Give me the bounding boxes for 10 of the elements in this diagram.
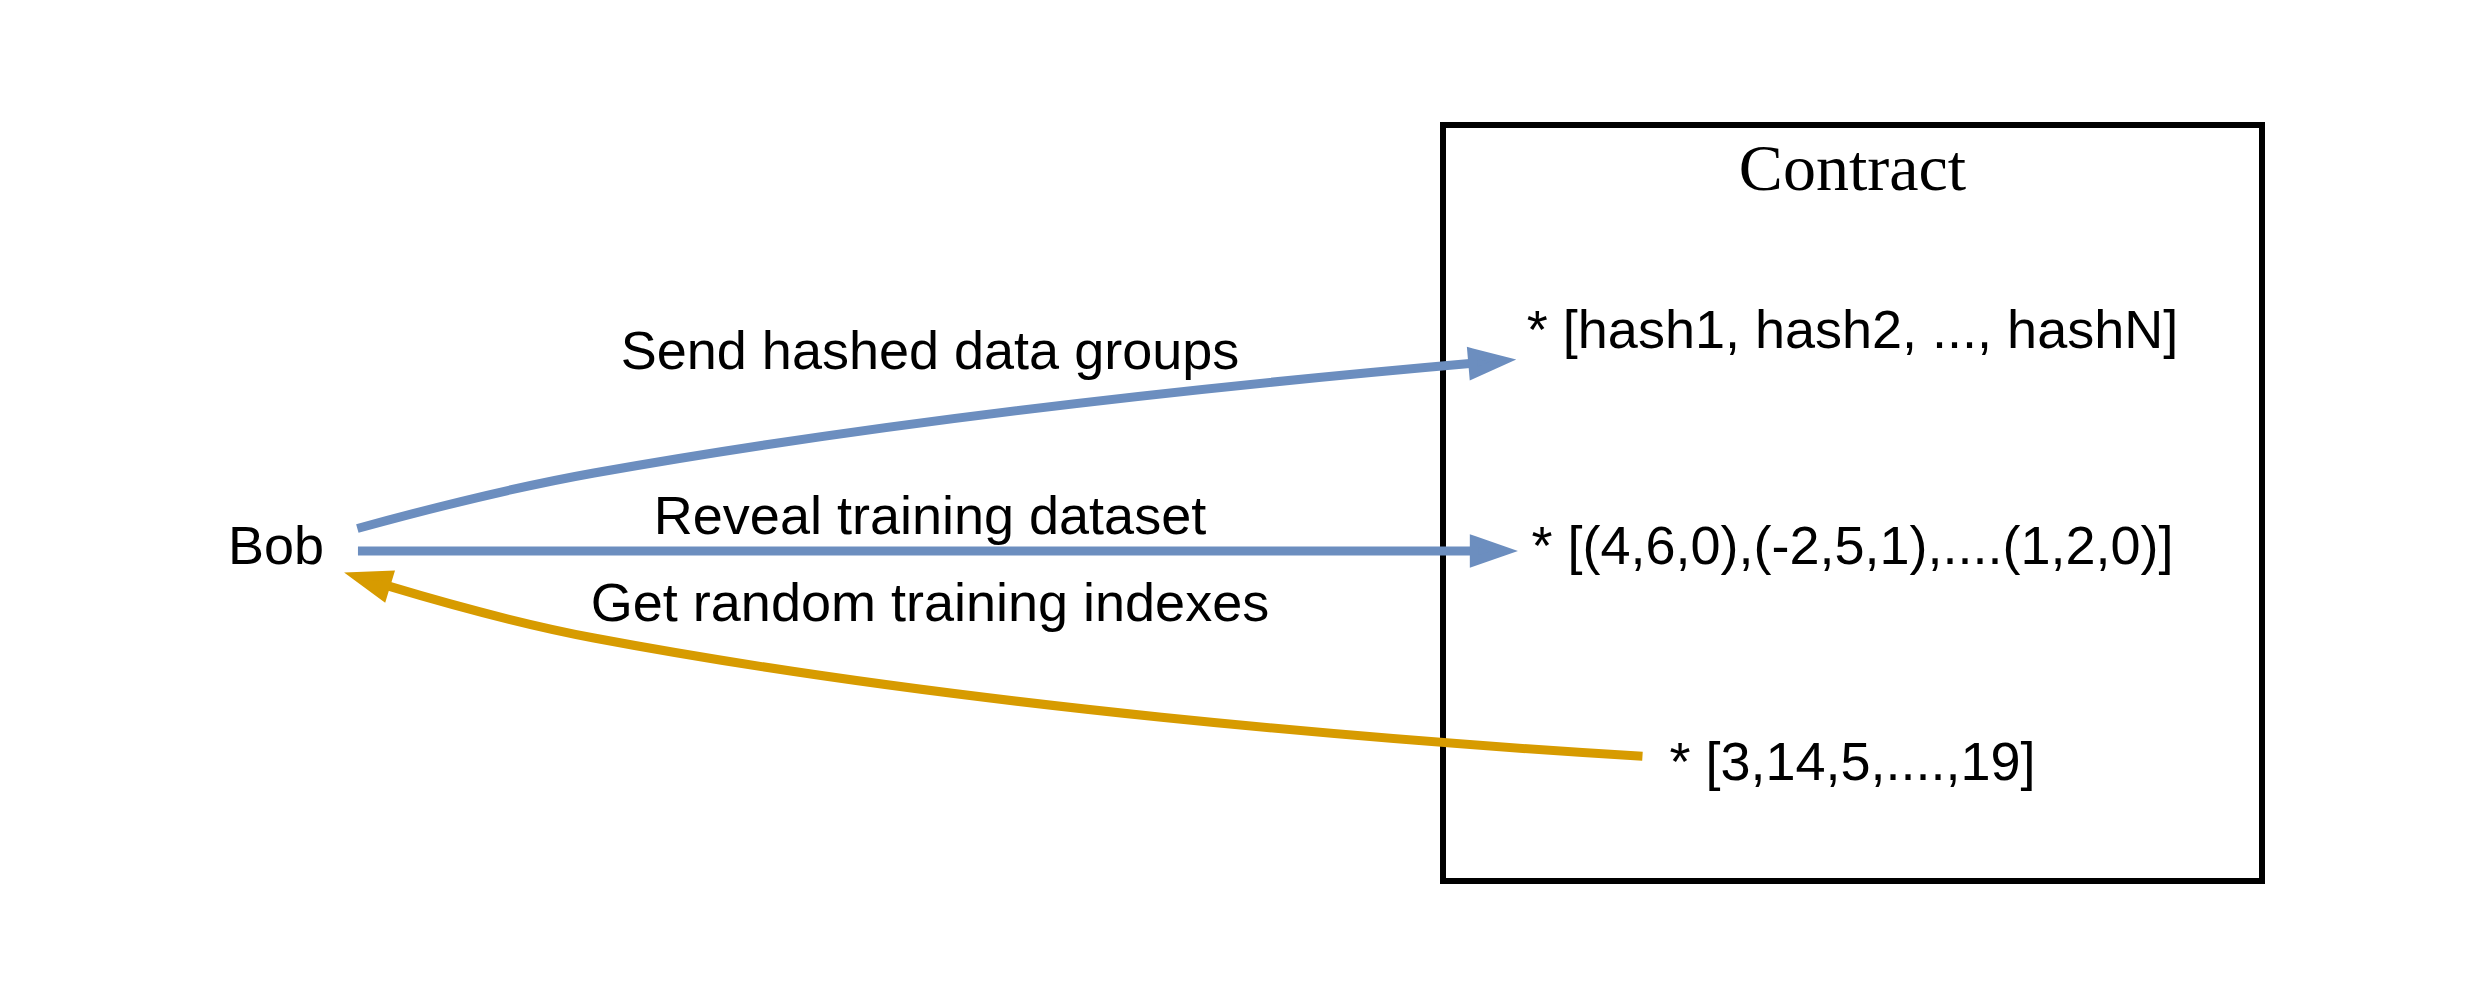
edge-label: Get random training indexes [590,571,1269,632]
node-text: * [(4,6,0),(-2,5,1),....(1,2,0)] [1530,514,2174,575]
arrow [357,533,1518,568]
edge-label: Send hashed data groups [620,319,1239,380]
node-text: * [hash1, hash2, ..., hashN] [1526,298,2178,359]
node-text: Bob [227,514,324,575]
arrow [355,346,1516,533]
edge-label: Reveal training dataset [653,484,1206,545]
arrow [343,570,1643,761]
node-text: * [3,14,5,....,19] [1668,730,2036,791]
